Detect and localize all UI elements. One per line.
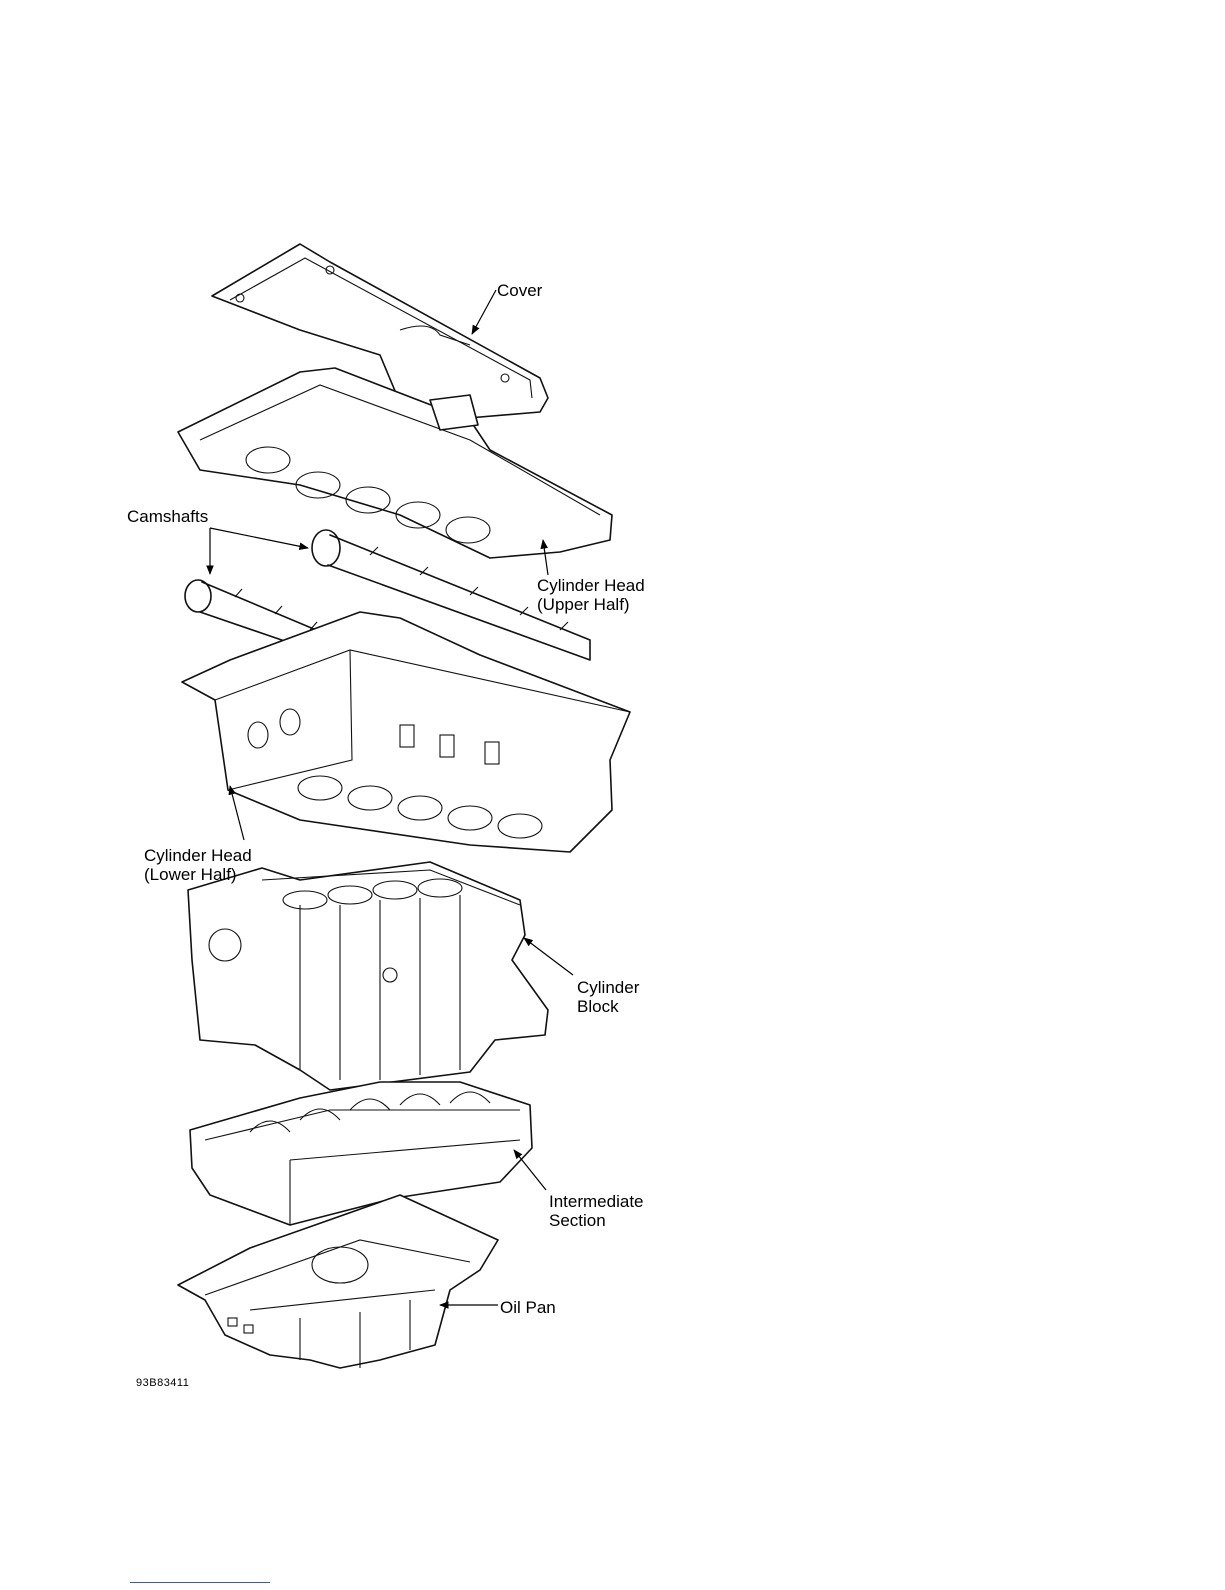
cylinder-block-label-line2: Block — [577, 997, 619, 1016]
intermediate-section-label-line1: Intermediate — [549, 1192, 644, 1211]
footer-link-underline[interactable] — [130, 1582, 270, 1583]
intermediate-section-label-line2: Section — [549, 1211, 606, 1230]
oil-pan-part — [178, 1195, 498, 1368]
cylinder-block-part — [188, 862, 548, 1090]
cylinder-block-leader — [524, 938, 573, 975]
camshafts-label: Camshafts — [127, 507, 208, 526]
camshaft-leader-a — [210, 528, 308, 548]
cover-label: Cover — [497, 281, 542, 300]
cylinder-head-upper-label-line2: (Upper Half) — [537, 595, 630, 614]
cylinder-head-lower-label-line2: (Lower Half) — [144, 865, 237, 884]
cylinder-block-label-line1: Cylinder — [577, 978, 639, 997]
intermediate-section-leader — [514, 1150, 546, 1190]
cylinder-head-lower-label-line1: Cylinder Head — [144, 846, 252, 865]
oil-pan-label: Oil Pan — [500, 1298, 556, 1317]
cylinder-head-lower-part — [182, 612, 630, 852]
intermediate-section-part — [190, 1082, 532, 1225]
figure-number: 93B83411 — [136, 1377, 189, 1389]
cover-leader — [472, 290, 496, 334]
cylinder-head-upper-label-line1: Cylinder Head — [537, 576, 645, 595]
